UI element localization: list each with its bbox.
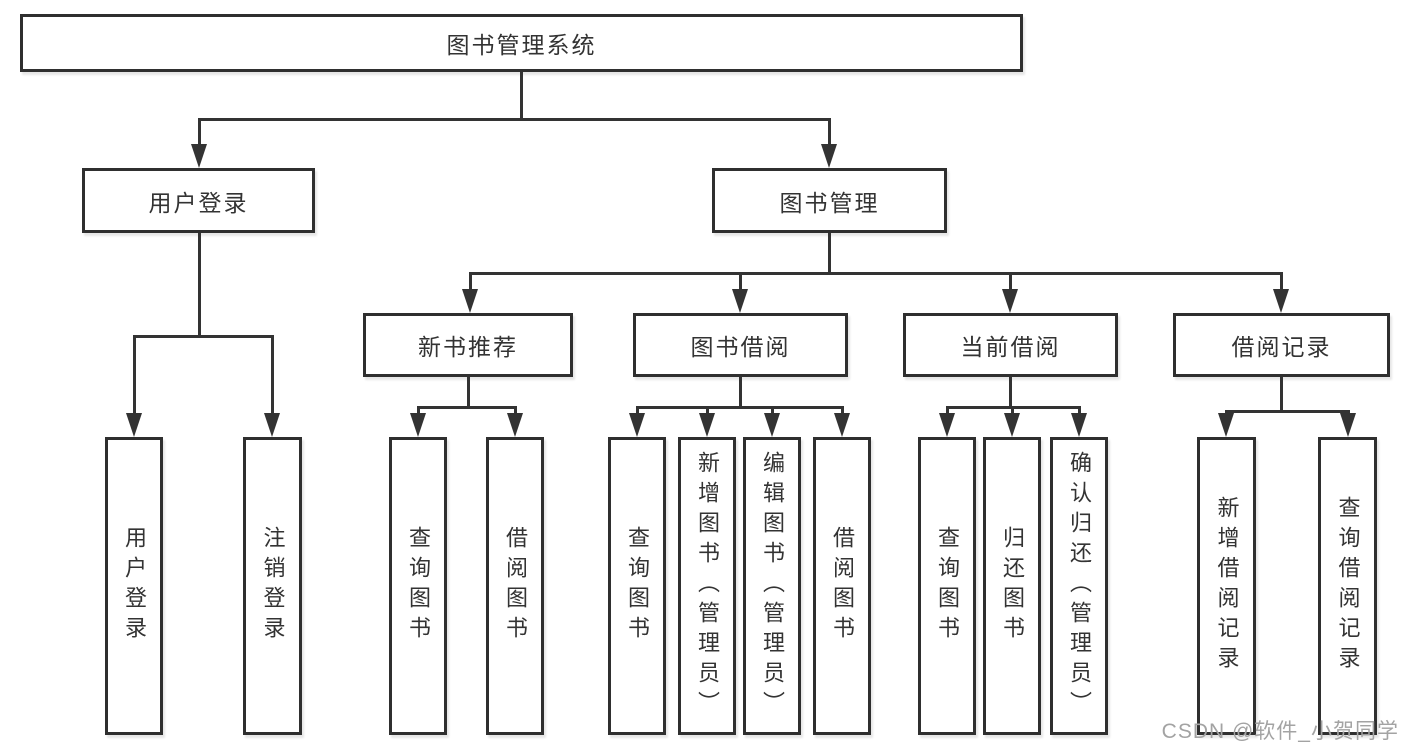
fork-book-borrow-arrowhead-0 bbox=[628, 413, 645, 440]
fork-book-borrow-arrowhead-3 bbox=[833, 413, 850, 440]
fork-book-mgmt-arrowhead-2 bbox=[1001, 289, 1018, 316]
fork-book-borrow-stem bbox=[738, 377, 742, 409]
node-root: 图书管理系统 bbox=[20, 14, 1023, 72]
watermark: CSDN @软件_小贺同学 bbox=[1161, 720, 1399, 743]
fork-new-book-arrowhead-0 bbox=[409, 413, 426, 440]
node-book-borrow: 图书借阅 bbox=[633, 313, 848, 377]
node-label-leaf-query-book-2: 查询图书 bbox=[625, 526, 650, 646]
fork-root-drop-0 bbox=[197, 118, 201, 152]
node-label-current-borrow: 当前借阅 bbox=[960, 334, 1061, 360]
fork-book-mgmt-drop-3 bbox=[1279, 272, 1283, 297]
node-leaf-borrow-book-2: 借阅图书 bbox=[813, 437, 871, 735]
fork-borrow-records-stem bbox=[1279, 377, 1283, 413]
fork-new-book-arrowhead-1 bbox=[506, 413, 523, 440]
fork-user-login-stem bbox=[197, 233, 201, 338]
fork-book-borrow-arrowhead-1 bbox=[698, 413, 715, 440]
fork-root-bar bbox=[197, 118, 831, 121]
node-label-leaf-borrow-book-2: 借阅图书 bbox=[830, 526, 855, 646]
node-leaf-query-book-2: 查询图书 bbox=[608, 437, 666, 735]
node-borrow-records: 借阅记录 bbox=[1173, 313, 1390, 377]
fork-book-mgmt-arrowhead-0 bbox=[461, 289, 478, 316]
node-label-leaf-query-book-3: 查询图书 bbox=[935, 526, 960, 646]
node-label-leaf-return-book: 归还图书 bbox=[1000, 526, 1025, 646]
fork-new-book-stem bbox=[466, 377, 470, 409]
node-label-root: 图书管理系统 bbox=[446, 32, 597, 58]
fork-current-borrow-stem bbox=[1008, 377, 1012, 409]
node-leaf-query-book-1: 查询图书 bbox=[389, 437, 447, 735]
fork-user-login-bar bbox=[132, 335, 274, 338]
fork-borrow-records-bar bbox=[1224, 410, 1350, 413]
fork-borrow-records-arrowhead-1 bbox=[1339, 413, 1356, 440]
node-label-leaf-query-book-1: 查询图书 bbox=[406, 526, 431, 646]
fork-new-book-bar bbox=[416, 406, 517, 409]
node-label-leaf-logout: 注销登录 bbox=[260, 526, 286, 646]
node-label-user-login-branch: 用户登录 bbox=[148, 189, 249, 216]
node-user-login-branch: 用户登录 bbox=[82, 168, 315, 233]
fork-book-mgmt-stem bbox=[827, 233, 831, 275]
fork-book-mgmt-drop-2 bbox=[1008, 272, 1012, 297]
fork-book-mgmt-drop-1 bbox=[738, 272, 742, 297]
node-label-new-book-recommend: 新书推荐 bbox=[418, 334, 518, 360]
node-label-leaf-add-book-admin: 新增图书（管理员） bbox=[695, 451, 720, 721]
fork-book-mgmt-arrowhead-3 bbox=[1272, 289, 1289, 316]
node-leaf-logout: 注销登录 bbox=[243, 437, 302, 735]
node-book-mgmt-branch: 图书管理 bbox=[712, 168, 947, 233]
fork-root-drop-1 bbox=[827, 118, 831, 152]
fork-root-arrowhead-0 bbox=[190, 144, 207, 171]
node-new-book-recommend: 新书推荐 bbox=[363, 313, 573, 377]
fork-borrow-records-arrowhead-0 bbox=[1217, 413, 1234, 440]
node-leaf-query-book-3: 查询图书 bbox=[918, 437, 976, 735]
fork-current-borrow-arrowhead-0 bbox=[938, 413, 955, 440]
fork-book-mgmt-drop-0 bbox=[468, 272, 472, 297]
fork-book-borrow-arrowhead-2 bbox=[763, 413, 780, 440]
fork-current-borrow-arrowhead-1 bbox=[1003, 413, 1020, 440]
fork-current-borrow-arrowhead-2 bbox=[1070, 413, 1087, 440]
fork-user-login-arrowhead-0 bbox=[125, 413, 142, 440]
node-label-leaf-confirm-return-admin: 确认归还（管理员） bbox=[1067, 451, 1092, 721]
fork-book-mgmt-arrowhead-1 bbox=[731, 289, 748, 316]
node-leaf-add-borrow-record: 新增借阅记录 bbox=[1197, 437, 1256, 735]
fork-user-login-arrowhead-1 bbox=[263, 413, 280, 440]
node-label-leaf-user-login: 用户登录 bbox=[122, 526, 147, 646]
node-leaf-return-book: 归还图书 bbox=[983, 437, 1041, 735]
node-leaf-confirm-return-admin: 确认归还（管理员） bbox=[1050, 437, 1108, 735]
node-leaf-query-borrow-record: 查询借阅记录 bbox=[1318, 437, 1377, 735]
node-label-leaf-edit-book-admin: 编辑图书（管理员） bbox=[760, 451, 785, 721]
fork-root-arrowhead-1 bbox=[820, 144, 837, 171]
node-label-borrow-records: 借阅记录 bbox=[1231, 334, 1332, 360]
node-label-book-borrow: 图书借阅 bbox=[690, 334, 791, 360]
node-leaf-borrow-book-1: 借阅图书 bbox=[486, 437, 544, 735]
fork-book-borrow-bar bbox=[635, 406, 844, 409]
fork-root-stem bbox=[519, 72, 523, 121]
node-leaf-user-login: 用户登录 bbox=[105, 437, 163, 735]
node-label-book-mgmt-branch: 图书管理 bbox=[779, 189, 880, 216]
node-label-leaf-query-borrow-record: 查询借阅记录 bbox=[1335, 496, 1361, 676]
fork-user-login-drop-1 bbox=[270, 335, 274, 421]
fork-book-mgmt-bar bbox=[468, 272, 1283, 275]
node-current-borrow: 当前借阅 bbox=[903, 313, 1118, 377]
fork-user-login-drop-0 bbox=[132, 335, 136, 421]
node-leaf-add-book-admin: 新增图书（管理员） bbox=[678, 437, 736, 735]
node-label-leaf-add-borrow-record: 新增借阅记录 bbox=[1214, 496, 1240, 676]
node-leaf-edit-book-admin: 编辑图书（管理员） bbox=[743, 437, 801, 735]
node-label-leaf-borrow-book-1: 借阅图书 bbox=[503, 526, 528, 646]
